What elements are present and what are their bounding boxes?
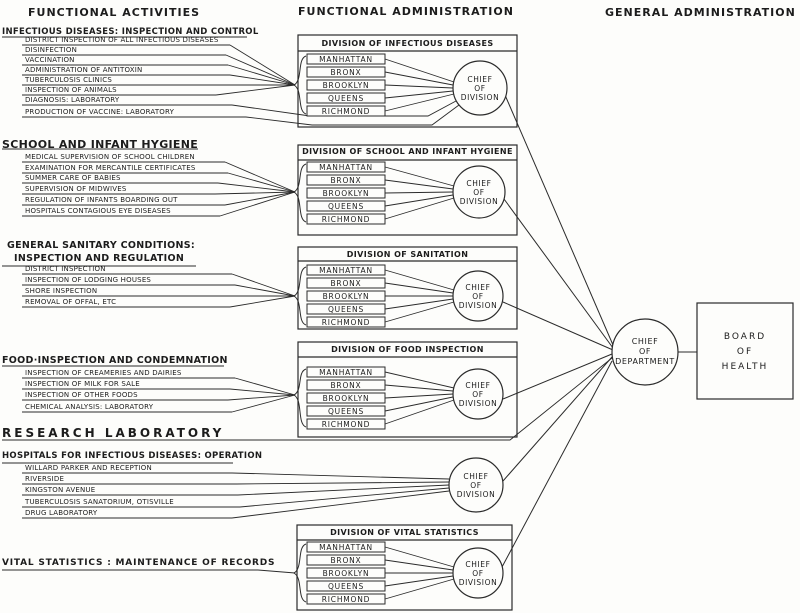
board-of-health-box <box>696 302 794 400</box>
borough-label: BRONX <box>330 68 362 77</box>
borough-label: MANHATTAN <box>319 543 373 552</box>
activity-item: SHORE INSPECTION <box>25 287 98 295</box>
borough-label: QUEENS <box>327 94 365 103</box>
division-title-vital: DIVISION OF VITAL STATISTICS <box>330 528 479 537</box>
borough-label: MANHATTAN <box>319 266 373 275</box>
board-of-health-label: BOARD OF HEALTH <box>721 332 769 372</box>
chief-of-division-label: CHIEF OF DIVISION <box>459 179 499 206</box>
section-title-hospitals: HOSPITALS FOR INFECTIOUS DISEASES: OPERA… <box>2 451 263 461</box>
column-header-functional-administration: FUNCTIONAL ADMINISTRATION <box>298 5 514 18</box>
activity-item: WILLARD PARKER AND RECEPTION <box>25 464 152 472</box>
activity-item: INSPECTION OF MILK FOR SALE <box>25 380 140 388</box>
chief-of-department-label: CHIEF OF DEPARTMENT <box>615 337 675 366</box>
activity-item: DISTRICT INSPECTION <box>25 265 106 273</box>
activity-item: HOSPITALS CONTAGIOUS EYE DISEASES <box>25 207 171 215</box>
division-title-infectious: DIVISION OF INFECTIOUS DISEASES <box>321 39 494 48</box>
activity-item: DIAGNOSIS: LABORATORY <box>25 96 120 104</box>
borough-links <box>384 58 455 600</box>
borough-label: MANHATTAN <box>319 368 373 377</box>
borough-label: QUEENS <box>327 582 365 591</box>
chief-of-division-label: CHIEF OF DIVISION <box>458 283 498 310</box>
borough-label: BROOKLYN <box>322 292 370 301</box>
activity-item: INSPECTION OF OTHER FOODS <box>25 391 138 399</box>
activity-item: EXAMINATION FOR MERCANTILE CERTIFICATES <box>25 164 196 172</box>
activity-item: VACCINATION <box>25 56 75 64</box>
chief-of-department-circle <box>611 318 679 386</box>
activity-item: SUPERVISION OF MIDWIVES <box>25 185 127 193</box>
activity-item: REGULATION OF INFANTS BOARDING OUT <box>25 196 178 204</box>
section-title-food: FOOD·INSPECTION AND CONDEMNATION <box>2 355 228 366</box>
borough-label: QUEENS <box>327 202 365 211</box>
borough-label: RICHMOND <box>321 107 371 116</box>
activity-item: DRUG LABORATORY <box>25 509 98 517</box>
activity-item: TUBERCULOSIS SANATORIUM, OTISVILLE <box>25 498 174 506</box>
borough-label: BRONX <box>330 556 362 565</box>
activity-item: SUMMER CARE OF BABIES <box>25 174 121 182</box>
borough-label: BROOKLYN <box>322 189 370 198</box>
borough-label: BRONX <box>330 381 362 390</box>
section-title-research: RESEARCH LABORATORY <box>2 426 225 440</box>
section-title-sanitary-line2: INSPECTION AND REGULATION <box>14 253 185 264</box>
general-administration-shapes <box>611 302 794 400</box>
borough-label: RICHMOND <box>321 318 371 327</box>
borough-label: MANHATTAN <box>319 55 373 64</box>
borough-label: MANHATTAN <box>319 163 373 172</box>
borough-label: BRONX <box>330 279 362 288</box>
chief-to-department-links <box>501 94 697 568</box>
activity-item: PRODUCTION OF VACCINE: LABORATORY <box>25 108 175 116</box>
borough-label: BROOKLYN <box>322 569 370 578</box>
borough-label: RICHMOND <box>321 215 371 224</box>
division-title-food: DIVISION OF FOOD INSPECTION <box>331 345 484 354</box>
activity-item: INSPECTION OF LODGING HOUSES <box>25 276 152 284</box>
activity-item: MEDICAL SUPERVISION OF SCHOOL CHILDREN <box>25 153 195 161</box>
borough-label: BRONX <box>330 176 362 185</box>
activity-item: INSPECTION OF ANIMALS <box>25 86 117 94</box>
activity-item: DISINFECTION <box>25 46 78 54</box>
section-title-infectious: INFECTIOUS DISEASES: INSPECTION AND CONT… <box>2 27 259 37</box>
activity-item: KINGSTON AVENUE <box>25 486 96 494</box>
column-header-general-administration: GENERAL ADMINISTRATION <box>605 6 796 19</box>
activity-item: TUBERCULOSIS CLINICS <box>25 76 112 84</box>
division-boxes <box>296 34 518 611</box>
division-title-sanitation: DIVISION OF SANITATION <box>346 250 469 259</box>
section-title-sanitary-line1: GENERAL SANITARY CONDITIONS: <box>7 240 196 251</box>
activity-item: INSPECTION OF CREAMERIES AND DAIRIES <box>25 369 182 377</box>
activity-item: CHEMICAL ANALYSIS: LABORATORY <box>25 403 154 411</box>
borough-boxes <box>306 53 386 605</box>
activity-underlines-and-links <box>2 36 613 574</box>
borough-braces <box>292 55 307 603</box>
chief-of-division-label: CHIEF OF DIVISION <box>458 560 498 587</box>
activity-item: DISTRICT INSPECTION OF ALL INFECTIOUS DI… <box>25 36 219 44</box>
chief-of-division-circles <box>448 60 508 599</box>
division-title-school: DIVISION OF SCHOOL AND INFANT HYGIENE <box>302 147 513 156</box>
chief-of-division-label: CHIEF OF DIVISION <box>458 381 498 408</box>
chief-of-division-label-hospitals: CHIEF OF DIVISION <box>456 472 496 499</box>
borough-label: QUEENS <box>327 305 365 314</box>
borough-label: QUEENS <box>327 407 365 416</box>
section-title-vital: VITAL STATISTICS : MAINTENANCE OF RECORD… <box>2 558 276 568</box>
section-title-school: SCHOOL AND INFANT HYGIENE <box>2 138 199 151</box>
borough-label: BROOKLYN <box>322 394 370 403</box>
borough-label: BROOKLYN <box>322 81 370 90</box>
column-header-functional-activities: FUNCTIONAL ACTIVITIES <box>28 6 201 19</box>
activity-item: REMOVAL OF OFFAL, ETC <box>25 298 117 306</box>
chief-of-division-label: CHIEF OF DIVISION <box>460 75 500 102</box>
activity-item: RIVERSIDE <box>25 475 65 483</box>
borough-label: RICHMOND <box>321 420 371 429</box>
borough-label: RICHMOND <box>321 595 371 604</box>
activity-item: ADMINISTRATION OF ANTITOXIN <box>25 66 143 74</box>
